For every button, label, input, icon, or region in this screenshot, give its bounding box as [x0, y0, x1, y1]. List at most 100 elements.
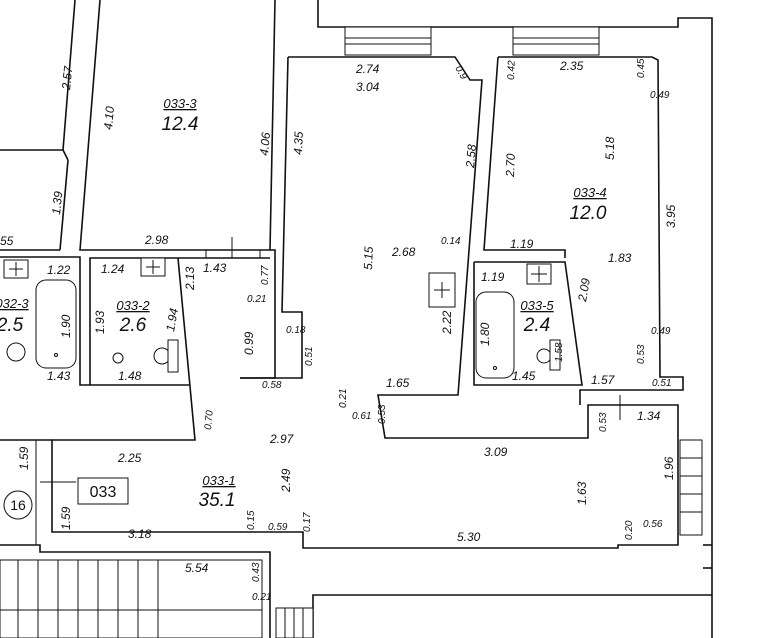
dimension-label: 0.18 [286, 325, 306, 336]
dimension-label: 2.97 [269, 432, 295, 446]
dimension-label: 4.35 [291, 131, 306, 155]
dimension-label: 1.96 [662, 456, 676, 480]
entrance-number: 16 [10, 497, 26, 513]
dimension-label: 1.57 [591, 373, 616, 387]
dimension-label: 5.54 [185, 561, 209, 575]
flat-label-box [77, 477, 129, 505]
toilet-icon [536, 348, 552, 364]
dimension-label: 0.42 [506, 60, 518, 80]
dimension-label: 2.35 [559, 59, 584, 73]
dimension-label: 0.49 [650, 90, 670, 101]
dimension-label: 0.51 [304, 347, 315, 366]
dimension-label: 1.58 [554, 342, 565, 362]
dimension-label: 1.59 [17, 446, 31, 470]
room-area-032-3: 2.5 [0, 315, 24, 336]
cistern-icon [167, 339, 179, 373]
dimension-label: 1.45 [512, 369, 536, 383]
dimension-label: 0.21 [338, 389, 349, 408]
room-area-033-2: 2.6 [119, 315, 147, 336]
bath-033-2-walls [0, 256, 196, 441]
dimension-label: 1.43 [203, 261, 227, 275]
dimension-label: 1.39 [49, 190, 65, 215]
fixtures [3, 257, 561, 520]
dimension-label: 1.65 [386, 376, 410, 390]
entrance-circle [3, 490, 33, 520]
dimension-label: 3.95 [664, 204, 678, 228]
dimension-label: 1.80 [478, 322, 492, 346]
dimension-label: 5.15 [361, 246, 376, 270]
room-id-033-4: 033-4 [573, 185, 606, 200]
room-id-033-5: 033-5 [520, 298, 554, 313]
room-033-4-walls [498, 56, 684, 405]
dimension-label: 0.21 [252, 592, 271, 603]
room-033-3-walls [79, 0, 276, 251]
dimension-label: 3.18 [128, 527, 152, 541]
dimension-label: 1.19 [481, 270, 505, 284]
dimension-label: 0.56 [643, 519, 663, 530]
dimension-label: 2.74 [355, 62, 380, 76]
room-area-033-1: 35.1 [199, 490, 236, 511]
hall-partition [240, 56, 303, 379]
bathtub-icon [475, 291, 515, 379]
dimension-label: 1.93 [93, 310, 107, 334]
dimension-label: 1.63 [575, 481, 589, 505]
dimension-label: 2.57 [59, 64, 76, 91]
dimension-label: 2.58 [463, 143, 479, 169]
dimension-label: 4.06 [257, 131, 273, 156]
dimension-label: 2.70 [503, 153, 518, 178]
window-top-right [512, 26, 600, 56]
room-area-033-5: 2.4 [523, 315, 550, 336]
dimension-label: 1.83 [608, 251, 632, 265]
walls [0, 0, 713, 638]
toilet-icon [6, 342, 26, 362]
dimension-label: 0.14 [441, 236, 461, 247]
dimension-label: 2.98 [144, 233, 169, 247]
dimension-label: 1.48 [118, 369, 142, 383]
dimension-label: 0.53 [377, 404, 388, 424]
dimension-label: 0.15 [246, 510, 257, 530]
dimension-label: 2.49 [279, 468, 293, 493]
dimension-label: 2.13 [183, 266, 197, 291]
dimension-label: 1.34 [637, 409, 661, 423]
room-id-033-3: 033-3 [163, 96, 197, 111]
dimension-label: 3.04 [356, 80, 380, 94]
dimension-label: 5.18 [603, 136, 617, 160]
dimension-label: 0.53 [598, 412, 609, 432]
dimension-label: 0.99 [242, 331, 256, 355]
dimension-label: 2.22 [440, 310, 454, 335]
dimension-label: 1.94 [163, 307, 181, 333]
dimension-label: 5.30 [457, 530, 481, 544]
room-id-033-2: 033-2 [116, 298, 150, 313]
dimension-label: 0.9 [452, 64, 469, 82]
dimension-label: 1.22 [47, 263, 71, 277]
cistern-icon [549, 339, 561, 371]
dimension-label: 4.10 [101, 105, 117, 130]
main-room-walls [0, 56, 679, 549]
room-area-033-3: 12.4 [162, 114, 199, 135]
dimension-label: 55 [0, 234, 14, 248]
dimension-label: 1.90 [59, 314, 73, 338]
flat-number: 033 [90, 484, 117, 501]
dimension-label: 1.43 [47, 369, 71, 383]
dimension-label: 0.51 [652, 378, 671, 389]
dimension-label: 2.68 [391, 245, 416, 259]
dimension-label: 1.59 [59, 506, 73, 530]
bath-033-5-walls [473, 261, 583, 386]
dimension-label: 0.53 [636, 344, 647, 364]
dimension-label: 2.25 [117, 451, 142, 465]
labels: 033 16 033-3 12.4 033-4 12.0 033-1 35.1 … [0, 58, 678, 603]
bathtub-icon [35, 279, 77, 369]
dimension-label: 0.45 [636, 58, 647, 78]
outer-wall-top [317, 0, 713, 638]
window-top-left [344, 26, 432, 56]
staircase [0, 439, 703, 638]
dimension-label: 0.70 [203, 409, 216, 430]
dimension-label: 1.19 [510, 237, 534, 251]
dimension-label: 3.09 [484, 445, 508, 459]
dimension-label: 0.17 [302, 512, 313, 532]
dimension-label: 0.43 [251, 562, 262, 582]
dimension-label: 0.59 [268, 522, 288, 533]
room-id-033-1: 033-1 [202, 473, 235, 488]
